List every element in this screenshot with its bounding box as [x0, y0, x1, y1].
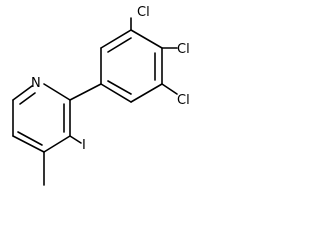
bond-ph3-ph4: [130, 29, 163, 49]
bond-c3-iodine: [69, 135, 82, 144]
bond-pyridine-phenyl: [69, 83, 102, 101]
atom-chlorine-top-label: Cl: [137, 5, 150, 20]
bond-n-c2: [43, 83, 71, 101]
bond-ph5-cl-bottom: [161, 83, 178, 95]
molecule-diagram: N I Cl Cl Cl: [12, 5, 190, 186]
double-bond-n-c6: [19, 92, 36, 105]
atom-iodine-label: I: [82, 138, 86, 153]
bond-c4-c5: [12, 135, 45, 153]
double-bond-ph6-ph1: [107, 80, 132, 95]
double-bond-c4-c5: [17, 131, 43, 146]
atom-nitrogen-label: N: [31, 76, 41, 91]
atom-chlorine-bottom-label: Cl: [177, 93, 190, 108]
bond-ph6-ph1: [100, 83, 132, 103]
bond-ph5-ph6: [130, 83, 163, 103]
atom-chlorine-right-label: Cl: [177, 42, 190, 57]
structure-svg: N I Cl Cl Cl: [12, 5, 190, 186]
bond-c3-c4: [43, 135, 71, 153]
double-bond-ph2-ph3: [107, 37, 132, 53]
bond-c6-n: [12, 85, 33, 101]
bond-ph2-ph3: [100, 29, 132, 49]
